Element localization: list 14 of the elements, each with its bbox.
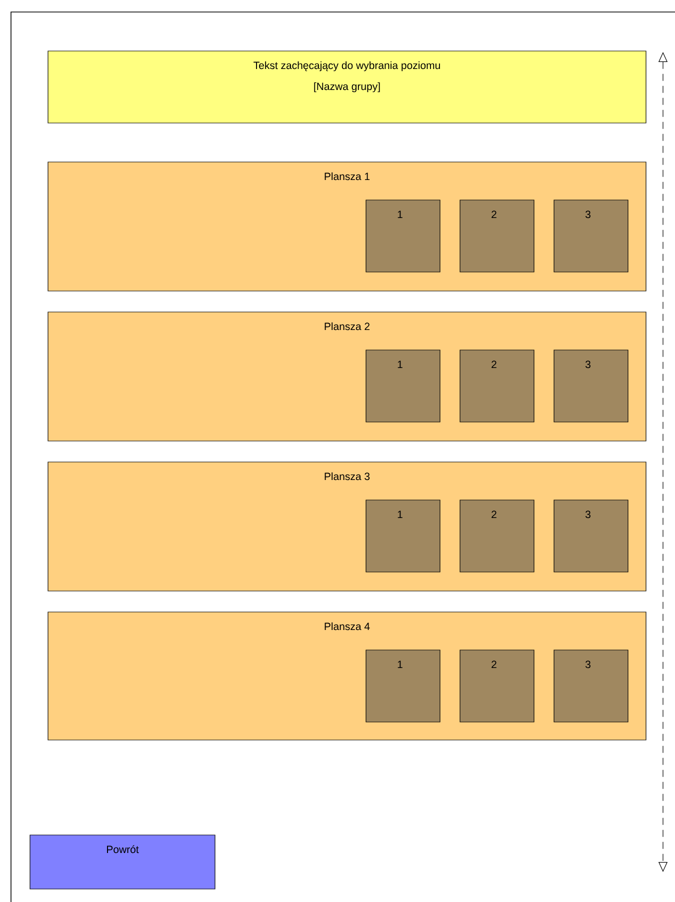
level-tile: 2 <box>460 350 534 422</box>
level-tile: 3 <box>554 350 628 422</box>
level-tile: 2 <box>460 200 534 272</box>
back-button: Powrót <box>30 834 216 890</box>
level-tile: 3 <box>554 650 628 722</box>
level-tile: 1 <box>366 200 440 272</box>
level-tile: 3 <box>554 200 628 272</box>
header-box: Tekst zachęcający do wybrania poziomu [Nazwa grupy] <box>48 50 646 124</box>
level-tile: 1 <box>366 650 440 722</box>
level-tile: 3 <box>554 500 628 572</box>
level-tile: 1 <box>366 350 440 422</box>
level-tile: 2 <box>460 500 534 572</box>
level-tile: 2 <box>460 650 534 722</box>
level-tile: 1 <box>366 500 440 572</box>
